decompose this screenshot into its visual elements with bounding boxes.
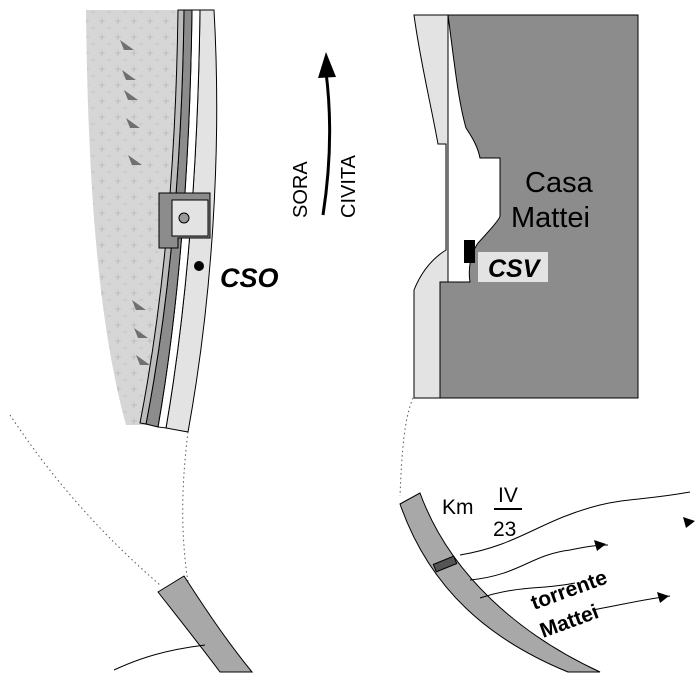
stream-label-line1: torrente <box>528 566 610 615</box>
lower-right-road: Km IV 23 torrente Mattei <box>399 484 695 673</box>
direction-arrow-line <box>321 71 332 216</box>
direction-label-sora: SORA <box>290 161 312 218</box>
km-prefix: Km <box>442 496 474 519</box>
building-name-line2: Mattei <box>511 202 590 234</box>
cso-label: CSO <box>220 263 279 293</box>
left-road-section: CSO <box>86 9 279 433</box>
hatched-embankment <box>86 10 180 425</box>
km-numerator: IV <box>498 484 518 507</box>
dotted-continuations <box>9 397 414 586</box>
direction-label-civita: CIVITA <box>338 154 360 218</box>
km-marker-post <box>432 555 458 573</box>
csv-label-box <box>478 252 548 282</box>
stream-arrow-icon-1 <box>683 517 695 528</box>
road-edge-line <box>139 9 185 425</box>
direction-indicator: SORA CIVITA <box>290 52 360 218</box>
direction-arrow-head-icon <box>318 52 336 78</box>
cso-station-dot <box>194 261 204 271</box>
wall-triangle-icons <box>120 40 150 365</box>
km-denominator: 23 <box>493 518 516 541</box>
stream-arrow-icon-2 <box>594 540 606 551</box>
lower-left-road <box>113 575 254 673</box>
csv-station-marker <box>464 240 475 263</box>
stream-arrow-icon-3 <box>657 592 669 603</box>
road-segment-lower-right <box>399 492 601 673</box>
road-segment-lower-left <box>157 575 254 673</box>
stream-line-lower-left <box>113 644 206 671</box>
building-name-line1: Casa <box>525 167 594 199</box>
wall-niche-inner <box>171 199 209 237</box>
csv-label: CSV <box>488 255 542 283</box>
building-dark-body <box>439 14 639 399</box>
casa-mattei-block: Casa Mattei CSV <box>413 14 639 399</box>
niche-marker-icon <box>178 212 190 224</box>
